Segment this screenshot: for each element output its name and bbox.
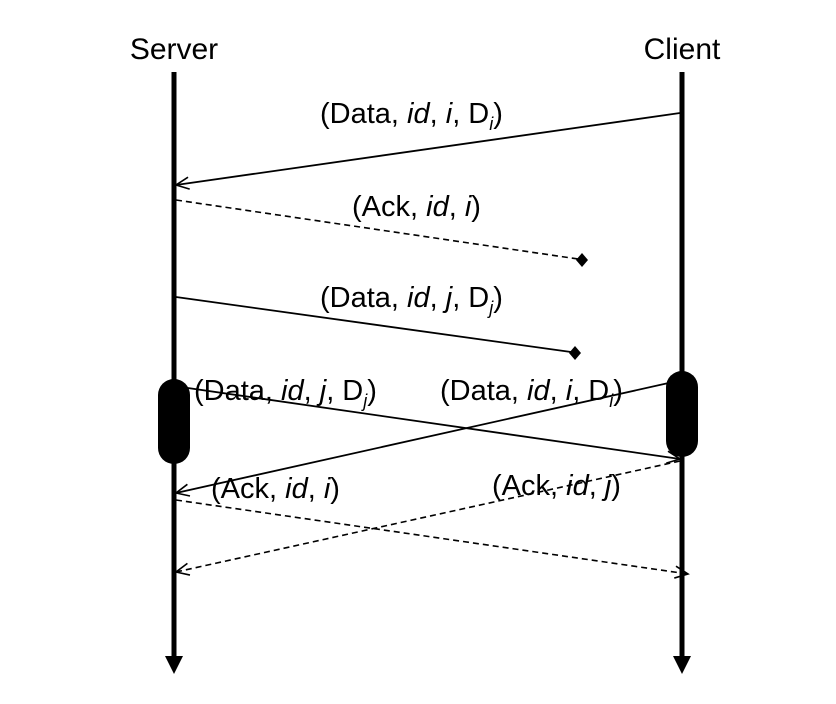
message-data-j-lost-marker — [569, 346, 581, 360]
message-ack-i-lost-line — [175, 199, 579, 260]
message-ack-j-label: (Ack, id, j) — [492, 470, 621, 502]
client-lifeline-arrowhead — [673, 656, 691, 674]
message-ack-i-lost-marker — [576, 253, 588, 267]
message-data-i-retransmit-arrow — [174, 379, 683, 497]
message-ack-i-arrow — [175, 499, 690, 579]
message-data-i-arrow — [174, 112, 681, 190]
message-ack-i-label: (Ack, id, i) — [352, 191, 481, 223]
message-ack-j-arrow — [174, 460, 681, 576]
client-label: Client — [644, 33, 721, 66]
message-data-j-retransmit-arrow — [173, 385, 682, 464]
client-activation-block — [666, 371, 698, 457]
server-label: Server — [130, 33, 218, 66]
message-data-j-retransmit-label: (Data, id, j, Dj) — [194, 375, 377, 411]
message-data-i-retransmit-label: (Data, id, i, Di) — [440, 375, 623, 411]
message-data-j-lost-line — [175, 296, 572, 353]
server-lifeline-arrowhead — [165, 656, 183, 674]
message-data-i-label: (Data, id, i, Di) — [320, 98, 503, 134]
message-data-j-label: (Data, id, j, Dj) — [320, 282, 503, 318]
message-ack-i-reply-label: (Ack, id, i) — [211, 473, 340, 505]
server-activation-block — [158, 379, 190, 464]
